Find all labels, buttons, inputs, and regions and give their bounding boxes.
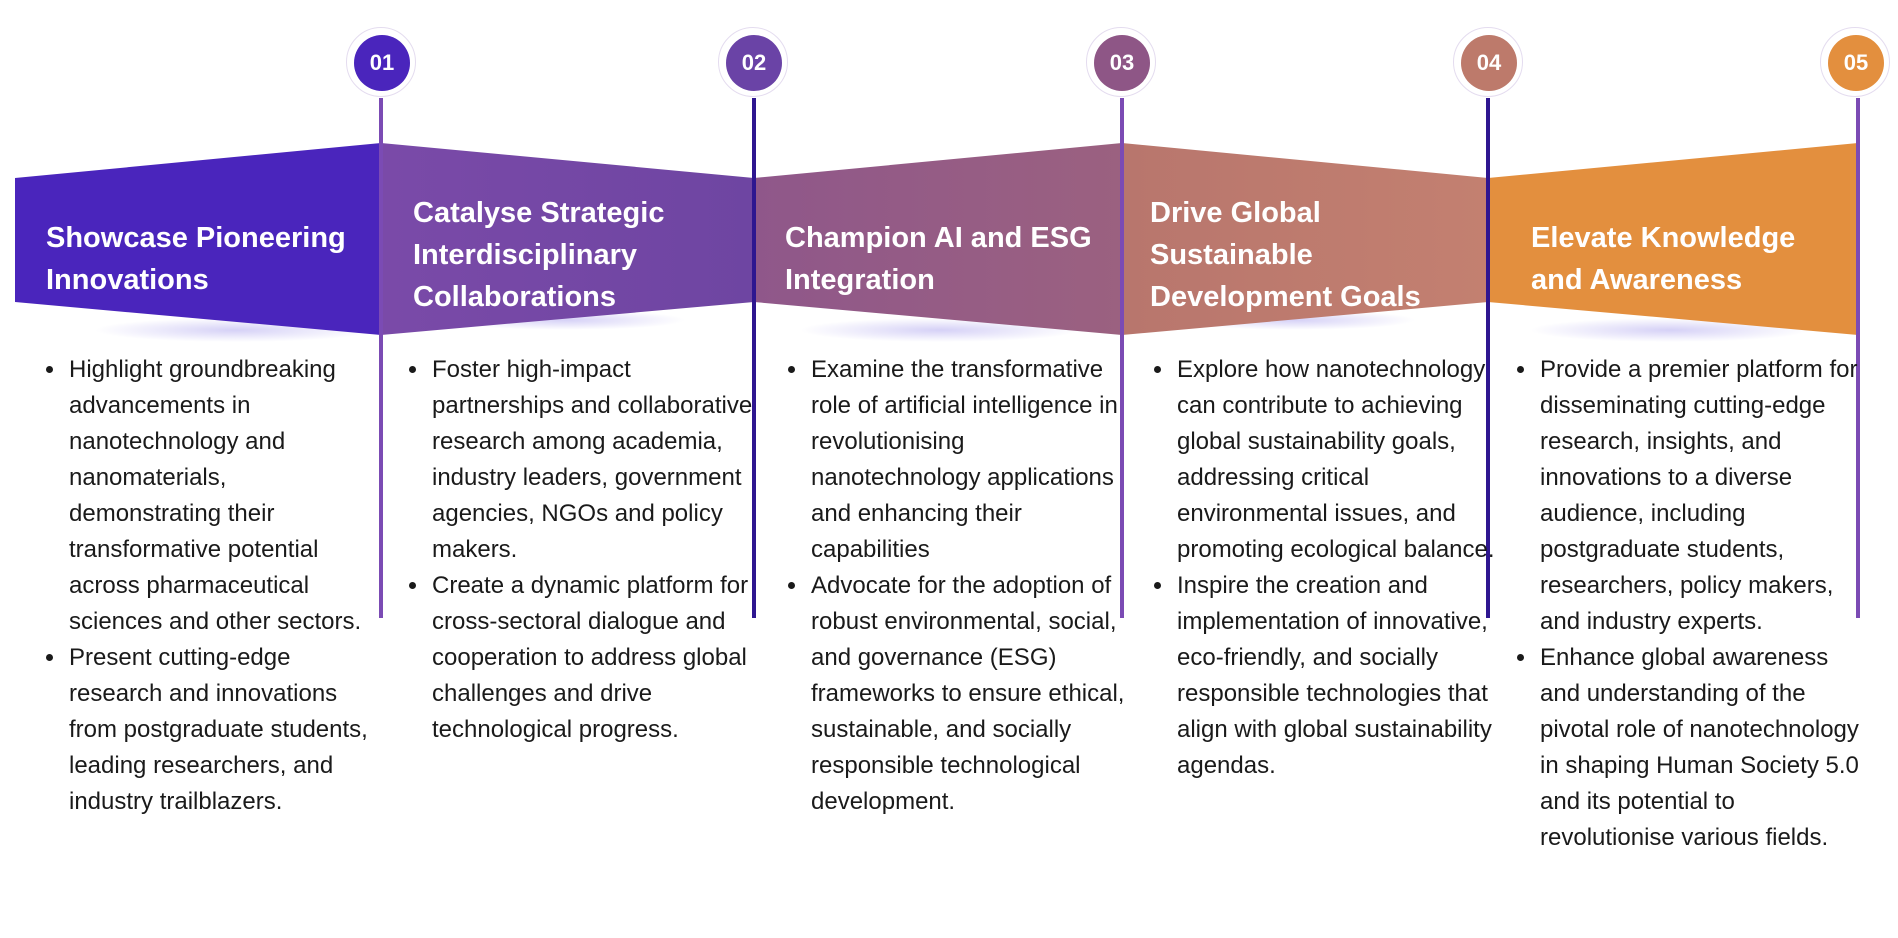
step-4-title-line: Development Goals [1150,281,1421,313]
step-3-title: Champion AI and ESG Integration [785,185,1115,333]
step-5-point: Provide a premier platform for dissemina… [1538,352,1868,640]
step-2-title-line: Collaborations [413,281,617,313]
segment-1-shape [15,143,381,335]
step-3-title-line: Champion AI and ESG [785,222,1092,254]
step-5-points: Provide a premier platform for dissemina… [1516,352,1868,856]
step-4-point: Explore how nanotechnology can contribut… [1175,352,1497,568]
segment-4-shape [1122,143,1488,335]
step-1-title-line: Showcase Pioneering [46,222,346,254]
step-1-points: Highlight groundbreaking advancements in… [45,352,385,820]
step-number-2: 02 [726,35,782,91]
step-2-title-line: Interdisciplinary [413,239,638,271]
step-2-title-line: Catalyse Strategic [413,197,665,229]
divider-line-5 [1856,98,1860,618]
step-4-title-line: Drive Global [1150,197,1321,229]
segment-5-shape [1488,143,1858,335]
step-4-point: Inspire the creation and implementation … [1175,568,1497,784]
divider-line-3 [1120,98,1124,618]
step-4-points: Explore how nanotechnology can contribut… [1153,352,1497,784]
step-1-title-line: Innovations [46,264,209,296]
step-number-circle-1: 01 [346,27,416,97]
step-number-circle-5: 05 [1820,27,1890,97]
step-5-title-line: and Awareness [1531,264,1743,296]
step-5-point: Enhance global awareness and understandi… [1538,640,1868,856]
divider-line-1 [379,98,383,618]
step-number-1: 01 [354,35,410,91]
step-2-point: Create a dynamic platform for cross-sect… [430,568,760,748]
step-3-points: Examine the transformative role of artif… [787,352,1127,820]
step-number-4: 04 [1461,35,1517,91]
step-4-title-line: Sustainable [1150,239,1313,271]
step-2-point: Foster high-impact partnerships and coll… [430,352,760,568]
step-number-circle-3: 03 [1086,27,1156,97]
divider-line-4 [1486,98,1490,618]
step-number-5: 05 [1828,35,1884,91]
step-5-title-line: Elevate Knowledge [1531,222,1796,254]
step-number-3: 03 [1094,35,1150,91]
step-3-title-line: Integration [785,264,935,296]
step-5-title: Elevate Knowledge and Awareness [1531,185,1861,333]
divider-line-2 [752,98,756,618]
step-3-point: Examine the transformative role of artif… [809,352,1127,568]
step-2-title: Catalyse Strategic Interdisciplinary Col… [413,171,748,339]
step-1-title: Showcase Pioneering Innovations [46,185,376,333]
step-1-point: Present cutting-edge research and innova… [67,640,385,820]
step-number-circle-2: 02 [718,27,788,97]
segment-3-shape [754,143,1122,335]
segment-2-shape [381,143,754,335]
step-4-title: Drive Global Sustainable Development Goa… [1150,171,1485,339]
step-number-circle-4: 04 [1453,27,1523,97]
step-2-points: Foster high-impact partnerships and coll… [408,352,760,748]
step-1-point: Highlight groundbreaking advancements in… [67,352,385,640]
step-3-point: Advocate for the adoption of robust envi… [809,568,1127,820]
